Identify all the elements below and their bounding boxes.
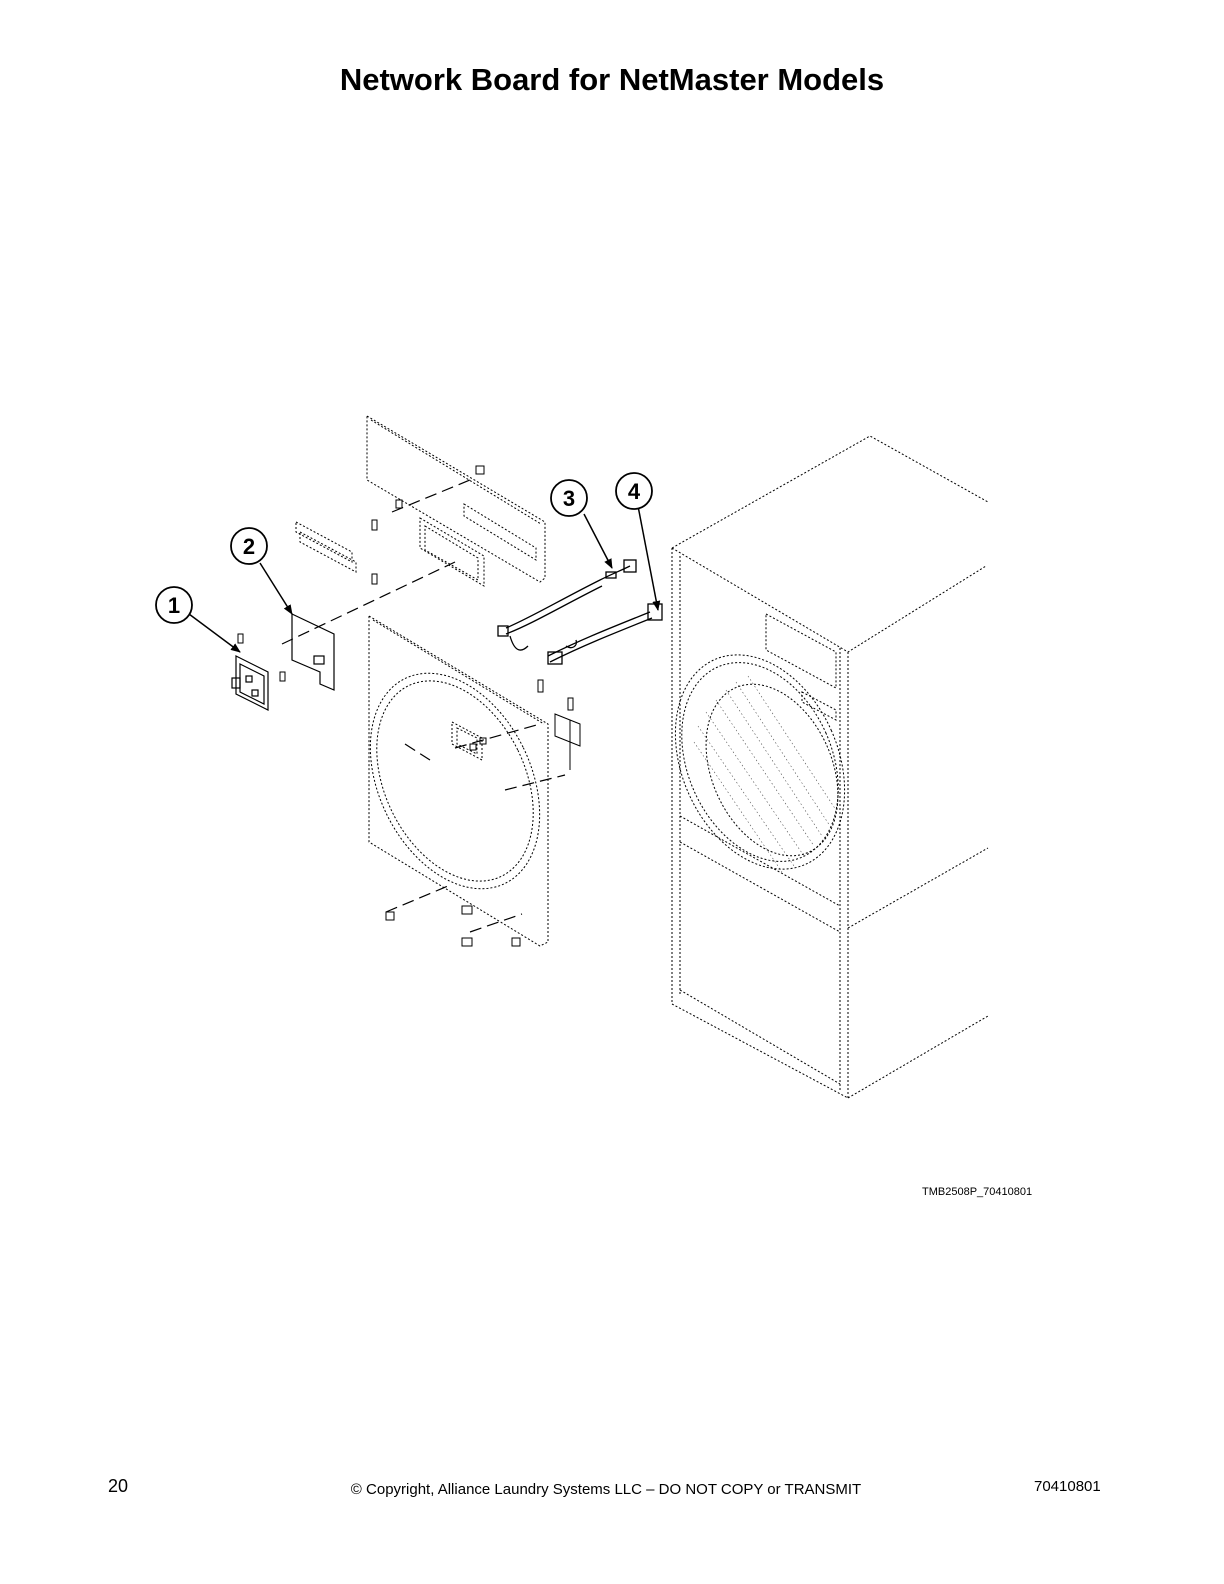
board-bracket-part	[291, 613, 335, 691]
page-title: Network Board for NetMaster Models	[339, 62, 885, 97]
page-number: 20	[108, 1476, 129, 1496]
hardware-fasteners	[237, 465, 581, 947]
callout-2: 2	[230, 527, 268, 565]
callout-4: 4	[615, 472, 653, 510]
callout-4-label: 4	[628, 479, 641, 504]
document-number: 70410801	[1034, 1478, 1101, 1495]
callout-3-label: 3	[563, 486, 575, 511]
callout-2-circle	[230, 527, 268, 565]
drawing-id: TMB2508P_70410801	[922, 1186, 1033, 1198]
callout-leaders	[188, 505, 661, 653]
callout-1-label: 1	[168, 593, 180, 618]
callout-1: 1	[155, 586, 193, 624]
callout-3: 3	[550, 479, 588, 517]
assembly-leader-lines	[281, 479, 566, 933]
callout-3-circle	[550, 479, 588, 517]
network-board-part	[231, 655, 269, 711]
callout-1-circle	[155, 586, 193, 624]
harness-part-3	[497, 559, 637, 651]
callout-4-circle	[615, 472, 653, 510]
drum-perforation-texture	[693, 675, 837, 873]
copyright-notice: © Copyright, Alliance Laundry Systems LL…	[350, 1481, 862, 1498]
front-panel-assembly	[295, 415, 549, 947]
callout-2-label: 2	[243, 534, 255, 559]
harness-part-4	[547, 603, 663, 665]
dryer-cabinet	[671, 435, 989, 1099]
